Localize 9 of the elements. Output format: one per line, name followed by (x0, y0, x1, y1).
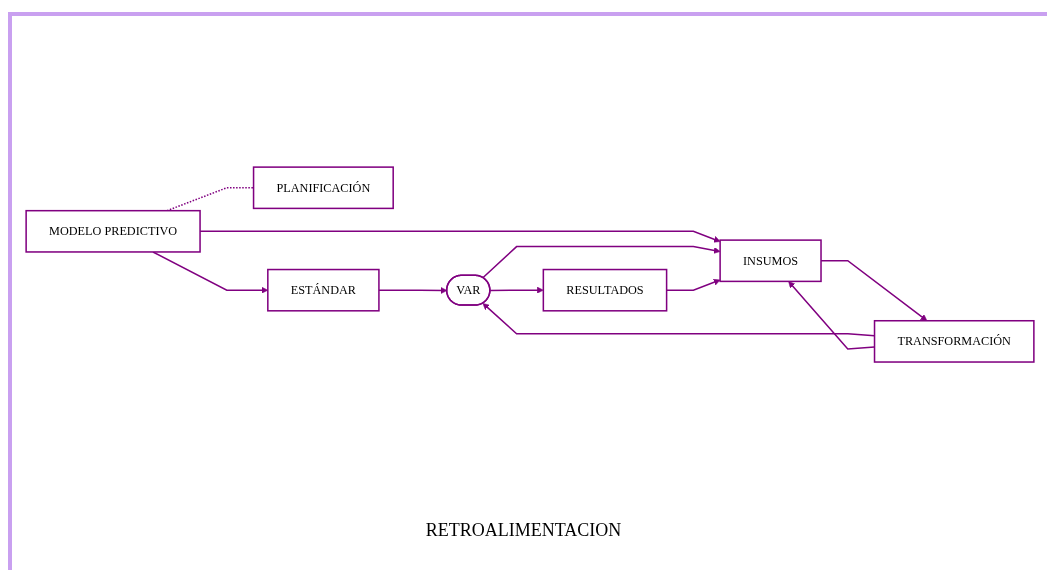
node-box: RESULTADOS (542, 269, 668, 312)
node-box: PLANIFICACIÓN (252, 166, 394, 210)
node-box: INSUMOS (719, 239, 822, 283)
note-text: RETROALIMENTACION (425, 520, 622, 540)
node-box: TRANSFORMACIÓN (873, 320, 1035, 364)
node-box: ESTÁNDAR (267, 269, 380, 312)
arrow (489, 287, 544, 294)
arrow (482, 246, 721, 279)
node-box: MODELO PREDICTIVO (25, 210, 201, 254)
